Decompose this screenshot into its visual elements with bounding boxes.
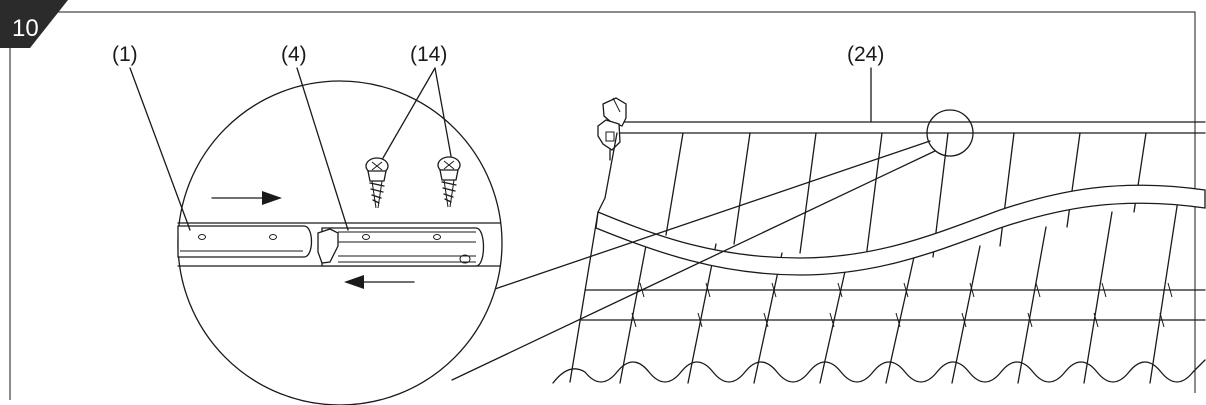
profile-bar [177, 225, 313, 258]
zoom-leader-lower [451, 150, 936, 381]
arrow-left-icon [344, 275, 415, 289]
callout-connector: (4) [281, 43, 307, 66]
leader-screw-left [382, 67, 436, 159]
callout-screws: (14) [410, 43, 448, 66]
step-badge [0, 0, 68, 48]
zoom-detail [177, 80, 503, 405]
connector-piece [317, 227, 485, 267]
leader-connector [296, 67, 349, 231]
zoom-leader-upper [491, 140, 931, 291]
screw-right [437, 156, 461, 208]
step-number: 10 [12, 15, 39, 42]
callout-profile: (1) [112, 43, 138, 66]
leader-profile [129, 67, 191, 231]
callout-awning: (24) [847, 43, 885, 66]
end-bracket [597, 97, 627, 161]
leader-screw-right [434, 67, 452, 157]
frame-border [10, 11, 1196, 393]
arrow-right-icon [211, 191, 282, 205]
detail-marker-circle [926, 109, 974, 157]
awning [552, 97, 1206, 384]
screw-left [365, 157, 389, 209]
